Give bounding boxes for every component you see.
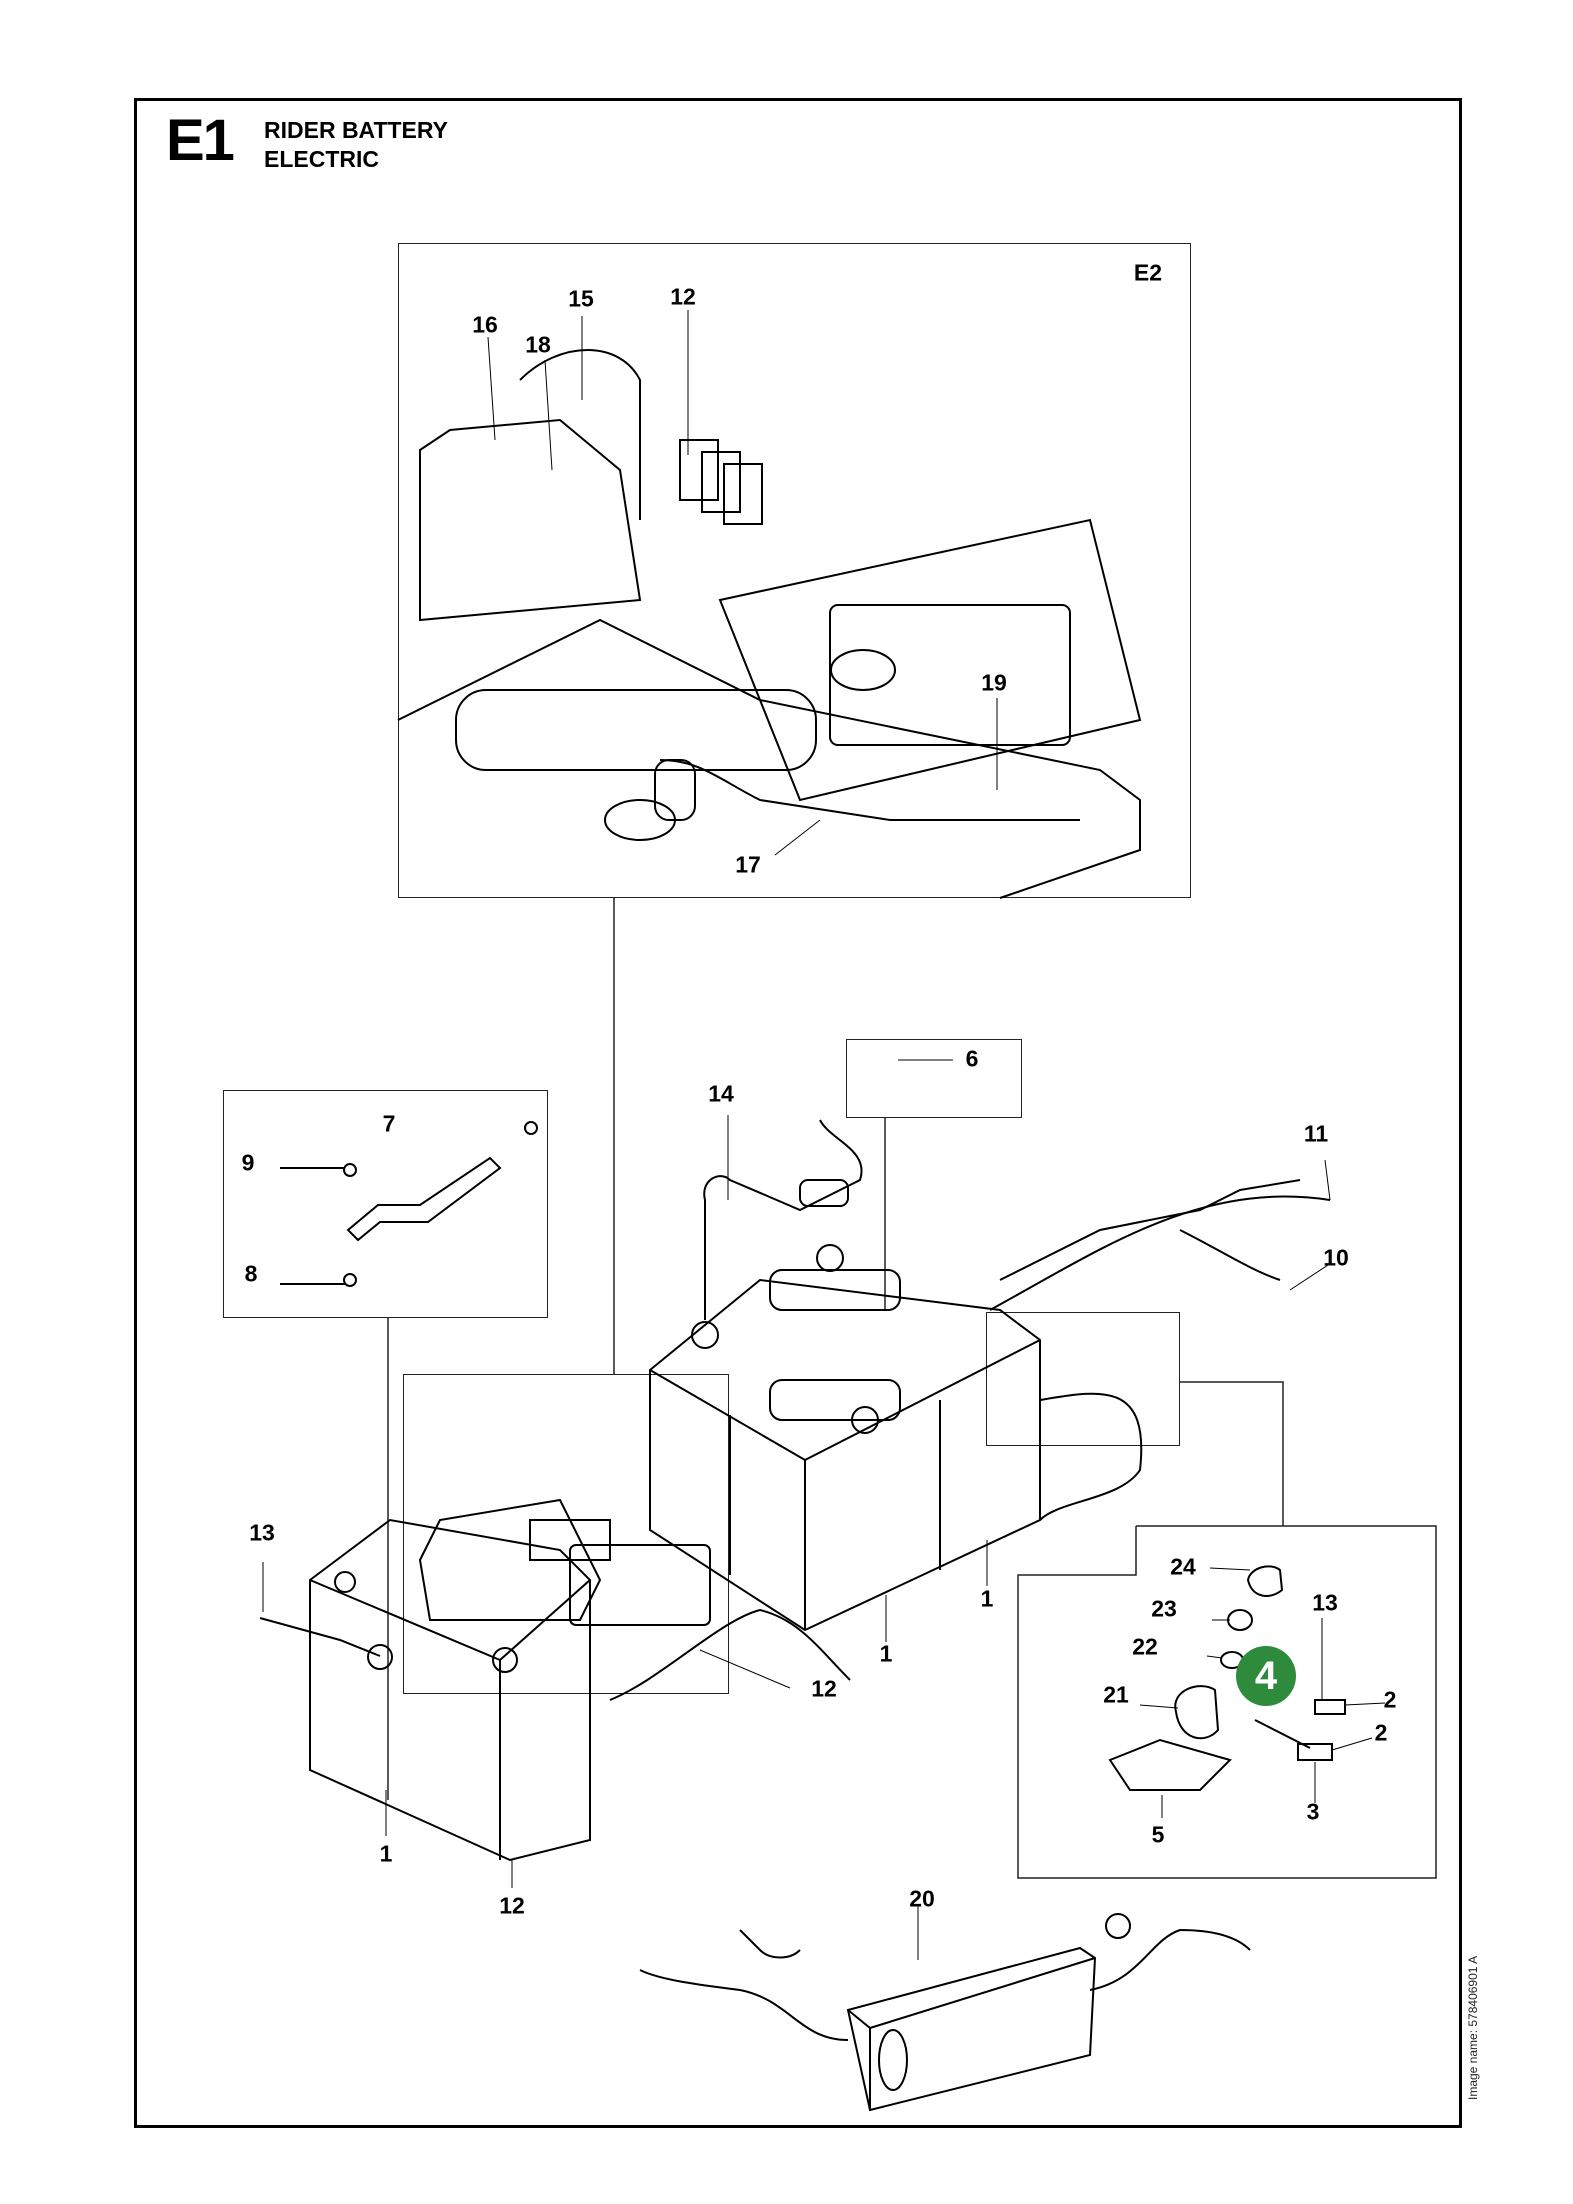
part-label-3: 3 xyxy=(1306,1798,1320,1825)
part-label-17: 17 xyxy=(735,851,761,878)
part-label-12-mid: 12 xyxy=(811,1675,837,1702)
detail-box-battery-inset xyxy=(403,1374,729,1694)
bracket-sketch xyxy=(280,1121,538,1287)
part-label-20: 20 xyxy=(909,1885,935,1912)
battery-sketch xyxy=(649,1119,1331,1632)
part-label-2-b: 2 xyxy=(1374,1719,1388,1746)
section-title: RIDER BATTERY ELECTRIC xyxy=(264,116,448,174)
part-label-2-a: 2 xyxy=(1383,1686,1397,1713)
charger-sketch xyxy=(639,1913,1251,2112)
part-label-8: 8 xyxy=(244,1260,258,1287)
switch-sketch xyxy=(1108,1565,1346,1791)
part-label-13-left: 13 xyxy=(249,1519,275,1546)
title-line-2: ELECTRIC xyxy=(264,146,379,172)
part-label-7: 7 xyxy=(382,1110,396,1137)
part-label-5: 5 xyxy=(1151,1821,1165,1848)
part-label-23: 23 xyxy=(1151,1595,1177,1622)
part-label-9: 9 xyxy=(241,1149,255,1176)
left-battery-sketch xyxy=(259,1498,851,1862)
part-label-16: 16 xyxy=(472,311,498,338)
section-code: E1 xyxy=(166,108,235,173)
detail-box-switch xyxy=(1017,1525,1437,1879)
part-label-1-mid: 1 xyxy=(879,1640,893,1667)
title-line-1: RIDER BATTERY xyxy=(264,117,448,143)
part-label-24: 24 xyxy=(1170,1553,1196,1580)
part-label-1-right: 1 xyxy=(980,1585,994,1612)
part-label-21: 21 xyxy=(1103,1681,1129,1708)
e2-sketch xyxy=(397,349,1142,899)
page-number-badge: 4 xyxy=(1236,1646,1296,1706)
part-label-15: 15 xyxy=(568,285,594,312)
detail-box-panel-zoom xyxy=(986,1312,1180,1446)
part-label-12-left: 12 xyxy=(499,1892,525,1919)
box-label-e2: E2 xyxy=(1133,259,1163,286)
detail-box-bracket xyxy=(223,1090,548,1318)
detail-box-e2 xyxy=(398,243,1191,898)
part-label-18: 18 xyxy=(525,331,551,358)
part-label-10: 10 xyxy=(1323,1244,1349,1271)
image-name-caption: Image name: 578406901 A xyxy=(1466,1955,1480,2100)
part-label-11: 11 xyxy=(1303,1120,1329,1147)
part-label-6: 6 xyxy=(965,1045,979,1072)
part-label-12-top: 12 xyxy=(670,283,696,310)
detail-box-part-6 xyxy=(846,1039,1022,1118)
part-label-1-left: 1 xyxy=(379,1840,393,1867)
part-label-14: 14 xyxy=(708,1080,734,1107)
part-label-19: 19 xyxy=(981,669,1007,696)
connector-panel xyxy=(1180,1381,1284,1526)
part-label-13-right: 13 xyxy=(1312,1589,1338,1616)
part-label-22: 22 xyxy=(1132,1633,1158,1660)
drawing-frame xyxy=(134,98,1462,2128)
leader-lines xyxy=(262,310,1386,1960)
